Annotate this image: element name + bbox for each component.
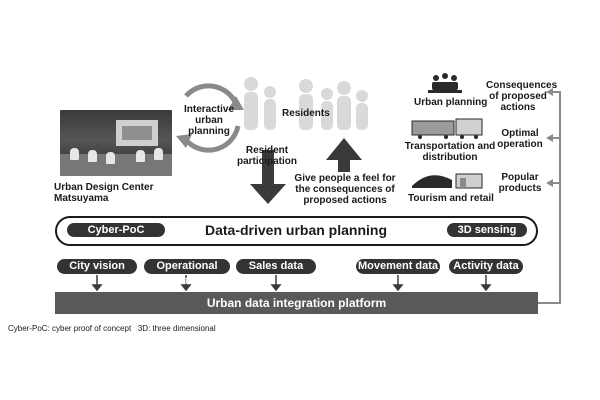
feedback-label-line: Give people a feel for — [294, 173, 396, 184]
participation-label-line: Resident — [245, 145, 289, 156]
side-label-line: Consequences — [486, 80, 558, 91]
participation-label: Resident participation — [232, 145, 302, 167]
side-label-line: products — [498, 183, 542, 194]
platform-bar: Urban data integration platform — [55, 292, 538, 314]
cycle-arrowhead-icon — [228, 96, 244, 110]
design-center-photo — [60, 110, 172, 176]
participation-label-line: participation — [236, 156, 297, 167]
side-label-optimal: Optimal operation — [492, 128, 548, 150]
cycle-arrowhead-icon — [176, 134, 192, 148]
data-flow-arrows — [91, 275, 492, 292]
down-arrow-icon — [250, 150, 286, 204]
side-label-popular: Popular products — [494, 172, 546, 194]
band-title: Data-driven urban planning — [204, 222, 387, 238]
outcome-transportation-line: Transportation and — [404, 141, 496, 152]
data-source-activity: Activity data — [449, 259, 523, 274]
data-source-sales: Sales data — [236, 259, 316, 274]
feedback-label-line: proposed actions — [303, 195, 387, 206]
cyber-poc-pill: Cyber-PoC — [67, 223, 165, 237]
attendee-figure — [88, 150, 97, 162]
cycle-arrows-icon — [184, 83, 241, 153]
data-source-movement: Movement data — [356, 259, 440, 274]
meeting-icon — [428, 73, 462, 93]
side-label-line: actions — [500, 102, 536, 113]
feedback-arrowhead-icon — [546, 88, 553, 187]
attendee-figure — [136, 150, 145, 162]
residents-label: Residents — [282, 108, 330, 119]
data-source-city-vision: City vision — [57, 259, 137, 274]
attendee-figure — [154, 148, 163, 160]
photo-caption: Urban Design Center Matsuyama — [54, 182, 154, 204]
data-source-operational: Operational data — [144, 259, 230, 287]
feedback-loop-line — [538, 91, 561, 304]
up-arrow-icon — [326, 138, 362, 172]
outcome-urban-planning: Urban planning — [414, 97, 488, 108]
projection-screen — [116, 120, 158, 146]
feedback-label-line: the consequences of — [295, 184, 395, 195]
side-label-line: Optimal — [501, 128, 539, 139]
cycle-label-line: planning — [188, 126, 230, 137]
outcome-transportation-line: distribution — [422, 152, 478, 163]
side-label-line: of proposed — [489, 91, 547, 102]
cycle-label-line: urban — [195, 115, 223, 126]
attendee-figure — [70, 148, 79, 160]
side-label-line: operation — [497, 139, 543, 150]
train-truck-icon — [411, 118, 483, 139]
feedback-label: Give people a feel for the consequences … — [286, 173, 404, 206]
residents-silhouette-icon — [244, 77, 368, 130]
side-label-consequences: Consequences of proposed actions — [486, 80, 558, 113]
cycle-label: Interactive urban planning — [178, 104, 240, 137]
outcome-transportation: Transportation and distribution — [400, 141, 500, 163]
footnote: Cyber-PoC: cyber proof of concept 3D: th… — [8, 324, 216, 333]
attendee-figure — [106, 152, 115, 164]
side-label-line: Popular — [501, 172, 539, 183]
shop-icon — [412, 173, 483, 189]
3d-sensing-pill: 3D sensing — [447, 223, 527, 237]
cycle-label-line: Interactive — [183, 104, 235, 115]
outcome-tourism-retail: Tourism and retail — [408, 193, 494, 204]
